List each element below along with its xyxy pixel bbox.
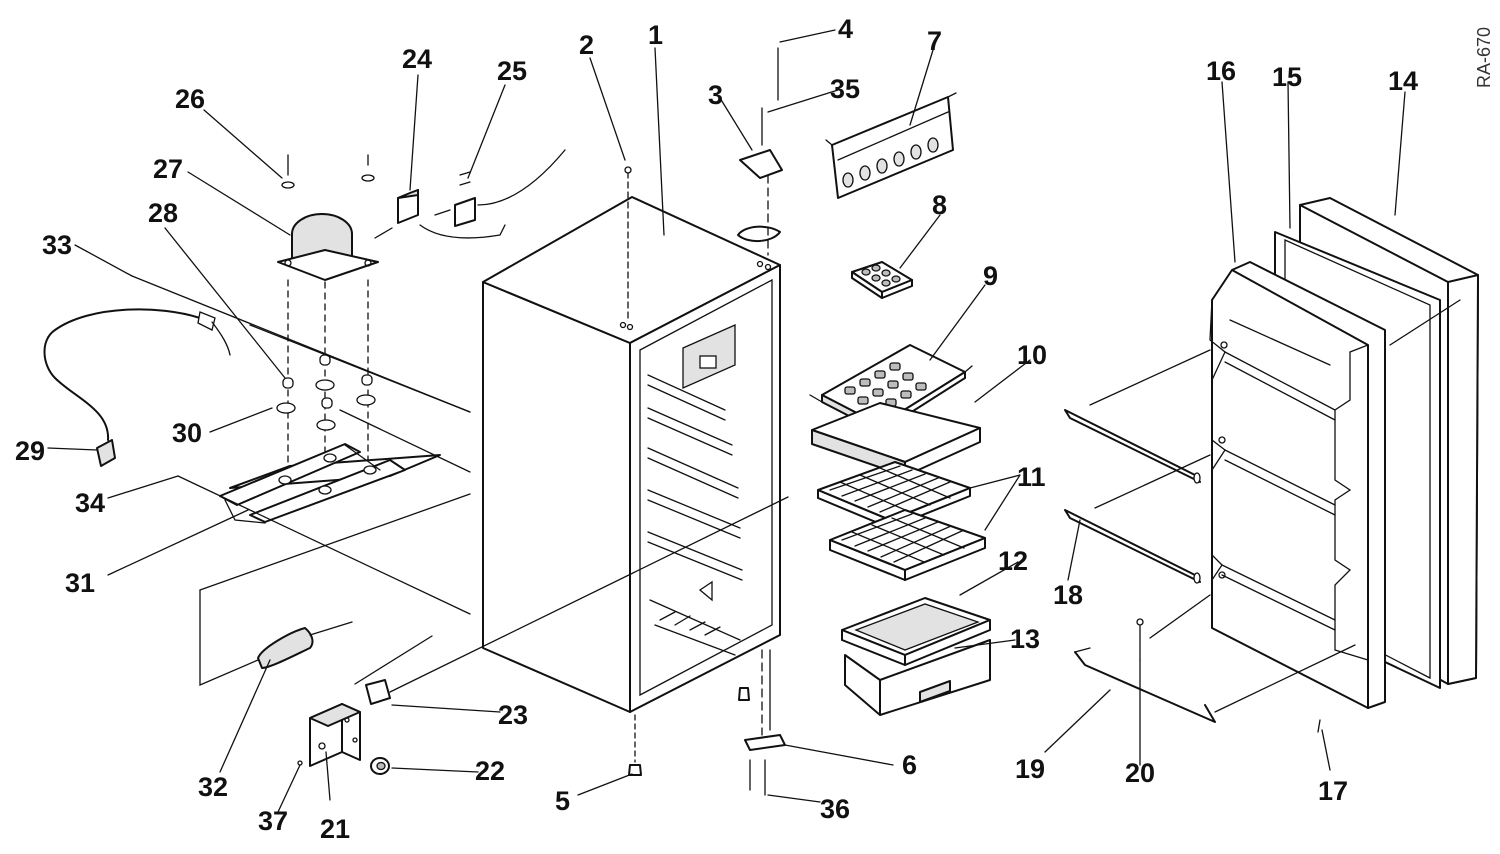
callout-28: 28 (148, 198, 178, 228)
callout-35: 35 (830, 74, 860, 104)
wire-shelf-lower (829, 509, 986, 581)
base-rails (177, 324, 471, 615)
callout-27: 27 (153, 154, 183, 184)
cabinet (482, 196, 781, 713)
callout-30: 30 (172, 418, 202, 448)
callout-19: 19 (1015, 754, 1045, 784)
relay-overload (374, 149, 566, 239)
leader-lines (47, 29, 1406, 813)
figure-code: RA-670 (1474, 27, 1494, 88)
evaporator (825, 92, 957, 199)
callout-36: 36 (820, 794, 850, 824)
crisper-drawer (844, 639, 991, 716)
callout-9: 9 (983, 261, 998, 291)
crisper-cover (841, 597, 991, 666)
callout-4: 4 (838, 14, 853, 44)
callout-33: 33 (42, 230, 72, 260)
callout-25: 25 (497, 56, 527, 86)
callout-10: 10 (1017, 340, 1047, 370)
chiller-tray (811, 402, 981, 477)
callout-22: 22 (475, 756, 505, 786)
door-rails (1064, 299, 1461, 733)
callout-1: 1 (648, 20, 663, 50)
hinge-cover (737, 225, 781, 242)
callout-2: 2 (579, 30, 594, 60)
callout-32: 32 (198, 772, 228, 802)
callout-15: 15 (1272, 62, 1302, 92)
callout-18: 18 (1053, 580, 1083, 610)
leveling-foot (628, 764, 642, 776)
callout-37: 37 (258, 806, 288, 836)
callout-26: 26 (175, 84, 205, 114)
callout-6: 6 (902, 750, 917, 780)
callout-labels: 1 2 3 4 5 6 7 8 9 10 11 12 13 14 15 16 1… (15, 14, 1418, 844)
callout-14: 14 (1388, 66, 1418, 96)
callout-8: 8 (932, 190, 947, 220)
callout-16: 16 (1206, 56, 1236, 86)
callout-3: 3 (708, 80, 723, 110)
callout-24: 24 (402, 44, 432, 74)
callout-20: 20 (1125, 758, 1155, 788)
callout-34: 34 (75, 488, 105, 518)
egg-tray (851, 261, 913, 299)
callout-13: 13 (1010, 624, 1040, 654)
callout-12: 12 (998, 546, 1028, 576)
door-liner (1209, 261, 1386, 709)
callout-17: 17 (1318, 776, 1348, 806)
callout-21: 21 (320, 814, 350, 844)
top-hinge-assembly (624, 47, 783, 321)
power-cord (43, 275, 471, 467)
callout-31: 31 (65, 568, 95, 598)
callout-23: 23 (498, 700, 528, 730)
filter-drier (199, 493, 471, 686)
callout-29: 29 (15, 436, 45, 466)
callout-5: 5 (555, 786, 570, 816)
callout-11: 11 (1017, 462, 1046, 492)
thermostat-assembly (297, 496, 789, 775)
compressor (276, 154, 379, 481)
callout-7: 7 (927, 26, 942, 56)
